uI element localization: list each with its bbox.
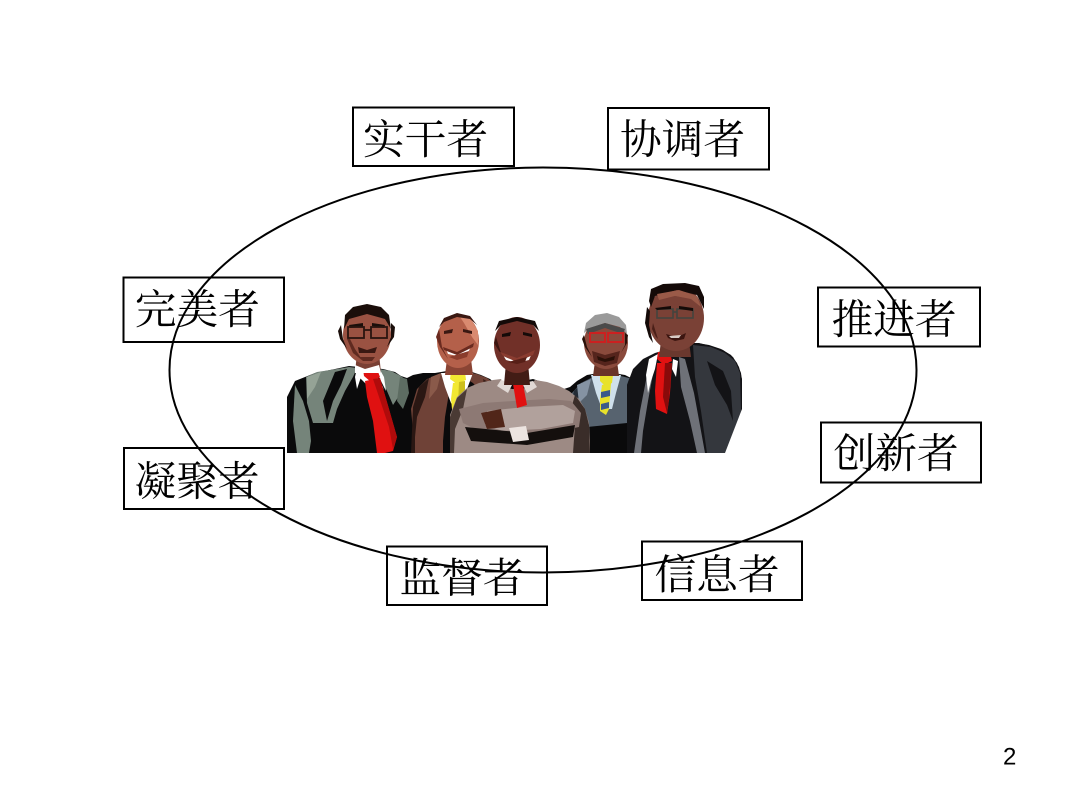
svg-text:2: 2 [1003,744,1016,771]
